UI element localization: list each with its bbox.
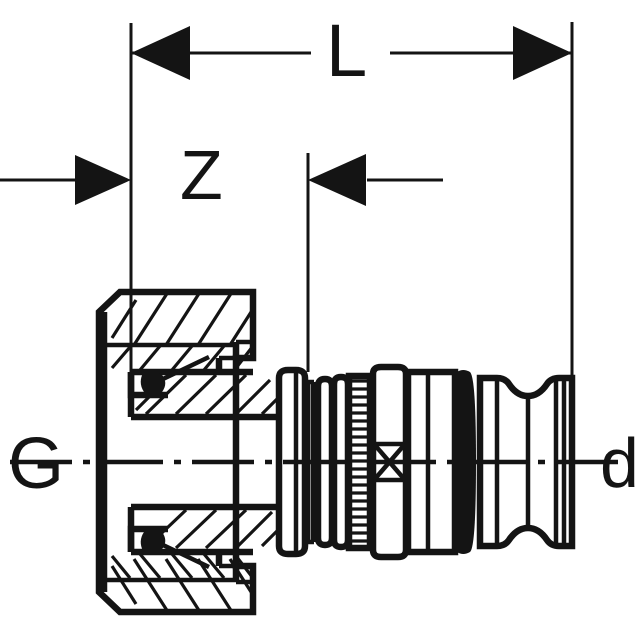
union-nut <box>95 288 279 616</box>
collar-flange-outline <box>275 366 309 558</box>
collar-flange <box>275 366 318 558</box>
extension-lines <box>129 22 574 388</box>
o-ring-seal-lower <box>127 525 210 570</box>
nut-hatch-upper-main <box>110 344 255 372</box>
nut-hatch-body-upper <box>134 373 279 416</box>
nut-hatch-lower-strip <box>110 552 255 580</box>
press-sleeve-outline <box>476 374 576 550</box>
dimension-line-L <box>131 26 572 80</box>
o-ring-seal-upper <box>127 354 210 399</box>
dimension-label-G: G <box>8 424 65 504</box>
dimension-label-L: L <box>326 9 368 92</box>
arrowhead-Z-left <box>75 155 131 205</box>
dimension-label-Z: Z <box>180 136 223 214</box>
press-sleeve <box>476 374 576 550</box>
arrowhead-L-right <box>513 26 572 80</box>
nut-hatch-upper-left <box>110 291 255 346</box>
knurl-teeth <box>350 379 369 543</box>
dimension-line-Z <box>0 154 443 206</box>
arrowhead-Z-right <box>308 154 366 206</box>
fitting-body <box>314 363 476 561</box>
fitting-cylinder <box>404 368 459 556</box>
arrowhead-L-left <box>131 26 190 80</box>
spigot-bowtie-mark <box>372 441 407 483</box>
sealing-bead-ring <box>452 370 476 554</box>
nut-hatch-lower-left <box>110 558 255 613</box>
knurled-band <box>345 372 374 552</box>
dimension-label-d: d <box>600 424 639 502</box>
